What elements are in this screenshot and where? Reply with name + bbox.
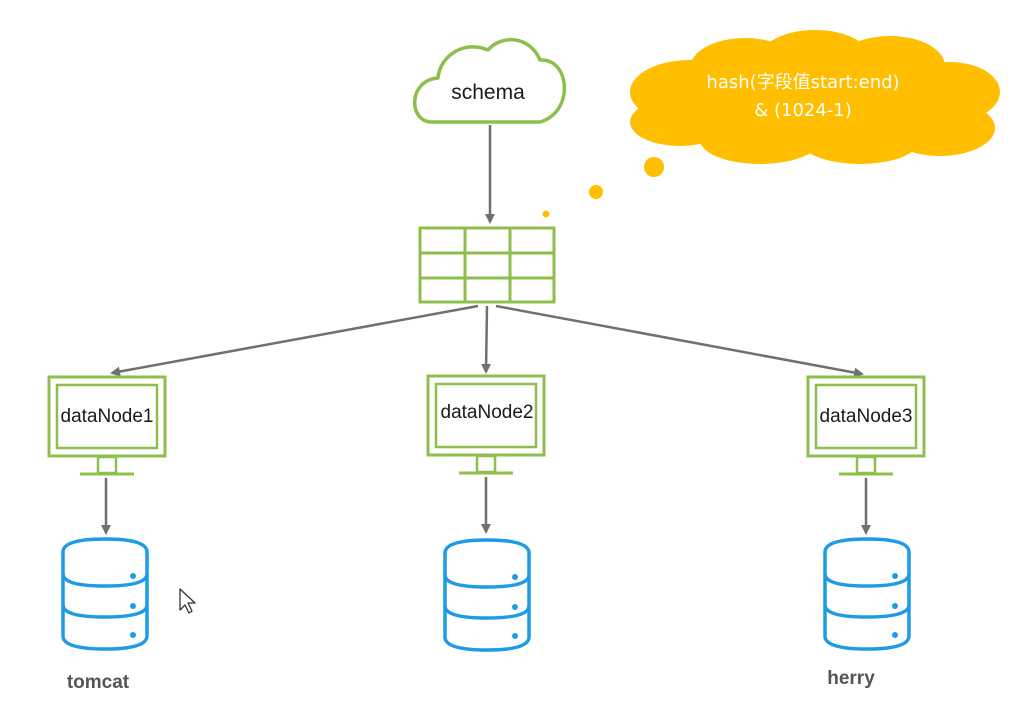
database-icon	[823, 537, 911, 651]
datanode1: dataNode1	[47, 375, 167, 476]
database-tomcat-label: tomcat	[67, 672, 130, 693]
schema-label: schema	[451, 81, 525, 104]
arrow-table-to-datanode1	[110, 304, 479, 377]
datanode1-label: dataNode1	[61, 406, 154, 427]
datanode2-label: dataNode2	[441, 402, 534, 423]
database-icon	[443, 538, 531, 652]
arrow-table-to-datanode2	[481, 305, 492, 374]
monitor-icon	[806, 375, 926, 476]
arrow-table-to-datanode3	[495, 304, 864, 378]
formula-line-2: & (1024-1)	[754, 100, 852, 121]
mouse-cursor-icon	[179, 588, 196, 614]
datanode3-label: dataNode3	[820, 406, 913, 427]
database-icon	[61, 537, 149, 651]
formula-line-1: hash(字段值start:end)	[706, 72, 899, 93]
monitor-icon	[426, 374, 546, 475]
monitor-icon	[47, 375, 167, 476]
formula-thought-bubble: hash(字段值start:end) & (1024-1)	[542, 30, 1000, 218]
datanode3: dataNode3	[806, 375, 926, 476]
database-2	[443, 538, 531, 652]
datanode2: dataNode2	[426, 374, 546, 475]
schema-cloud: schema	[413, 37, 567, 124]
cloud-icon	[413, 37, 567, 124]
database-herry-label: herry	[827, 668, 875, 689]
thought-cloud-icon	[542, 30, 1000, 218]
table-icon	[418, 226, 556, 304]
database-tomcat: tomcat	[61, 537, 149, 693]
database-herry: herry	[823, 537, 911, 689]
routing-table	[418, 226, 556, 304]
